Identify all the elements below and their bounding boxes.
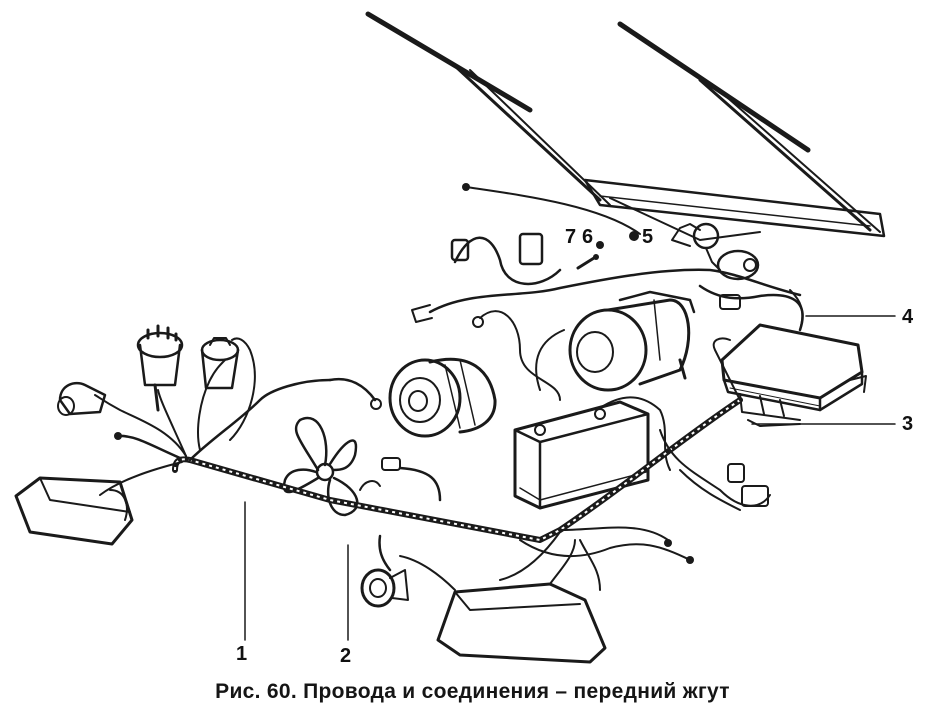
callout-4: 4 (902, 306, 914, 328)
main-harness (94, 289, 804, 591)
callout-labels: 1 2 3 4 5 6 7 (236, 226, 914, 667)
leader-lines (244, 315, 896, 641)
distributor-and-coil (136, 324, 240, 412)
side-lamp-left (57, 381, 107, 416)
callout-1: 1 (236, 643, 247, 665)
windshield-wipers (365, 11, 886, 281)
horn (360, 568, 409, 608)
alternator (388, 357, 497, 438)
fuse-box (720, 323, 867, 421)
upper-harness (411, 232, 804, 401)
headlamp-right (436, 539, 607, 664)
battery (513, 396, 671, 510)
callout-2: 2 (340, 645, 351, 667)
callout-3: 3 (902, 413, 913, 435)
cooling-fan (282, 416, 359, 517)
starter-motor (535, 290, 696, 392)
callout-7: 7 (565, 226, 576, 248)
callout-5: 5 (642, 226, 653, 248)
callout-6: 6 (582, 226, 593, 248)
small-connectors (462, 183, 641, 270)
headlamp-left (14, 476, 134, 546)
figure-caption: Рис. 60. Провода и соединения – передний… (215, 680, 730, 703)
